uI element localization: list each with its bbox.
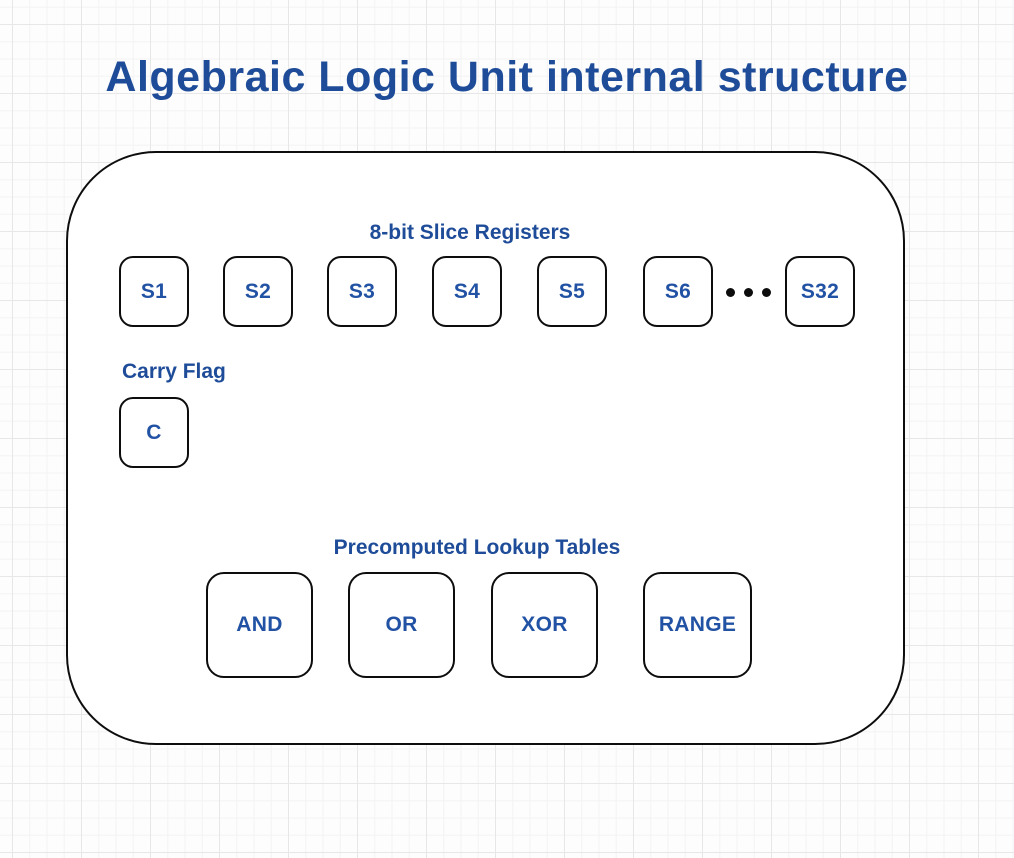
register-box-s1[interactable]: S1: [119, 256, 189, 327]
lut-box-or[interactable]: OR: [348, 572, 455, 678]
heading-lookup-tables: Precomputed Lookup Tables: [333, 536, 621, 559]
register-label: S32: [800, 279, 840, 303]
lut-label: XOR: [521, 613, 568, 636]
register-box-s3[interactable]: S3: [327, 256, 397, 327]
lut-box-xor[interactable]: XOR: [491, 572, 598, 678]
lut-box-range[interactable]: RANGE: [643, 572, 752, 678]
register-box-s2[interactable]: S2: [223, 256, 293, 327]
dot: [762, 288, 771, 297]
lut-box-and[interactable]: AND: [206, 572, 313, 678]
register-box-s6[interactable]: S6: [643, 256, 713, 327]
heading-slice-registers: 8-bit Slice Registers: [369, 221, 571, 244]
register-label: S6: [664, 279, 692, 303]
register-box-s32[interactable]: S32: [785, 256, 855, 327]
dot: [744, 288, 753, 297]
lut-label: AND: [236, 613, 283, 636]
heading-carry-flag: Carry Flag: [122, 360, 226, 383]
ellipsis-dots-icon: [726, 288, 771, 297]
register-box-s5[interactable]: S5: [537, 256, 607, 327]
page-title: Algebraic Logic Unit internal structure: [105, 53, 909, 101]
carry-flag-label: C: [146, 420, 162, 444]
register-label: S5: [558, 279, 586, 303]
register-label: S1: [140, 279, 168, 303]
lut-label: RANGE: [658, 613, 737, 636]
register-label: S3: [348, 279, 376, 303]
alu-container-shape[interactable]: [66, 151, 905, 745]
register-label: S4: [453, 279, 481, 303]
dot: [726, 288, 735, 297]
register-label: S2: [244, 279, 272, 303]
carry-flag-box[interactable]: C: [119, 397, 189, 468]
register-box-s4[interactable]: S4: [432, 256, 502, 327]
lut-label: OR: [385, 613, 418, 636]
